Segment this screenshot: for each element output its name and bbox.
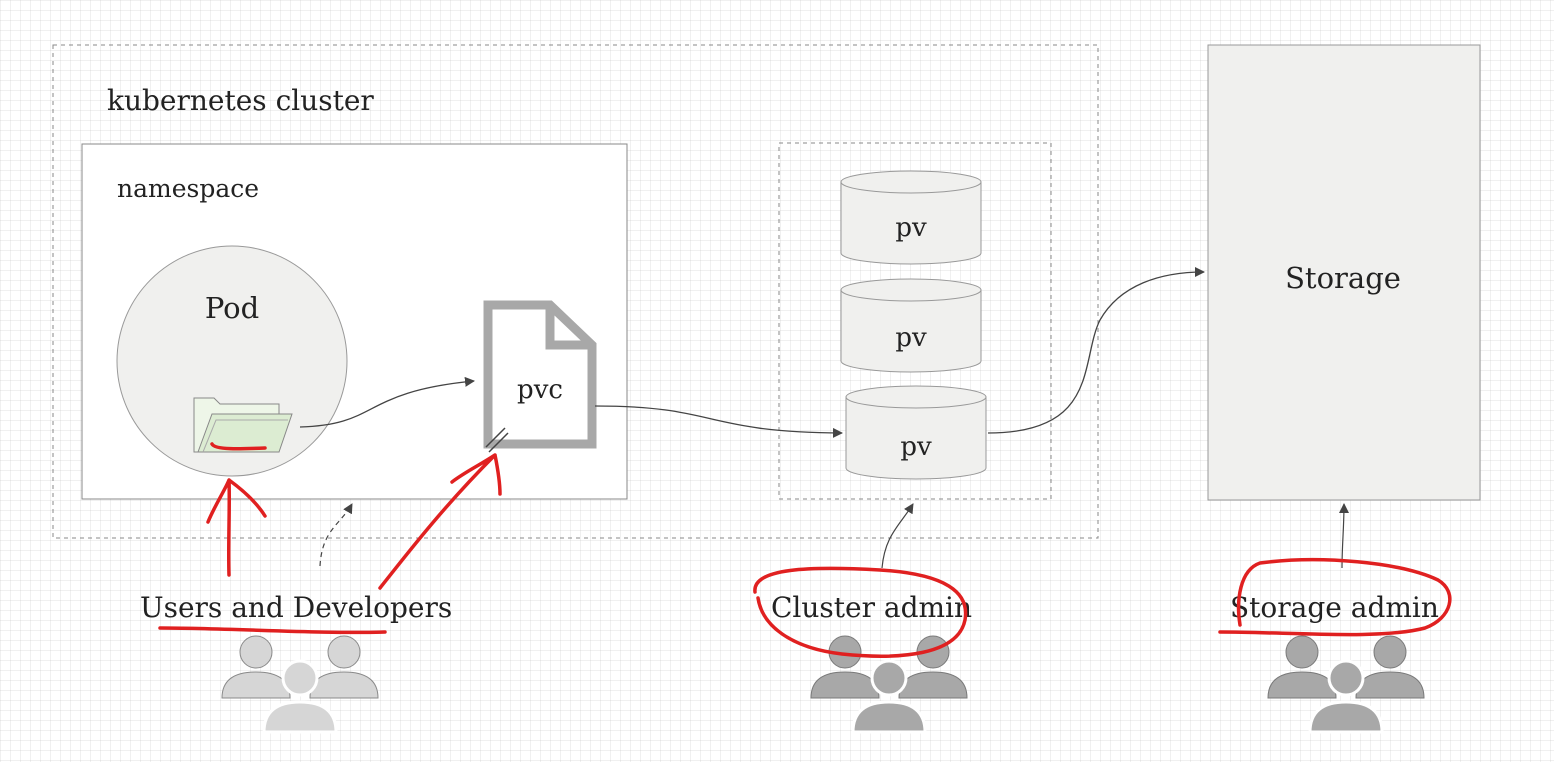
- pv-pool-boundary: [778, 142, 1052, 500]
- storage-label: Storage: [1285, 261, 1401, 295]
- namespace-label: namespace: [117, 174, 259, 203]
- pv-label-1: pv: [895, 213, 927, 243]
- cluster-boundary: [52, 44, 1099, 539]
- arrow-pvc-to-pv: [594, 405, 843, 438]
- arrow-pv-to-storage: [987, 267, 1205, 434]
- cluster-label: kubernetes cluster: [107, 84, 374, 117]
- pod-label: Pod: [205, 291, 259, 325]
- pvc-document-icon: [483, 300, 597, 449]
- cursor-icon: [485, 427, 509, 453]
- pv-cylinder-1: [840, 170, 982, 265]
- cluster-admin-label: Cluster admin: [771, 591, 972, 624]
- cluster-admin-group-icon: [809, 634, 969, 734]
- storage-admin-label: Storage admin: [1230, 591, 1439, 624]
- pv-label-3: pv: [900, 432, 932, 462]
- pvc-label: pvc: [517, 375, 563, 405]
- users-developers-label: Users and Developers: [140, 591, 452, 624]
- arrow-storage-admin-to-storage: [1338, 503, 1349, 569]
- storage-admin-group-icon: [1266, 634, 1426, 734]
- annotation-circle-storage-admin: [1218, 557, 1452, 637]
- annotation-folder-underline: [210, 442, 267, 451]
- annotation-arrow-to-pvc: [378, 453, 502, 590]
- pv-cylinder-3: [845, 385, 987, 480]
- pv-label-2: pv: [895, 323, 927, 353]
- arrow-pod-to-pvc: [299, 376, 475, 428]
- arrow-users-to-cluster: [319, 503, 353, 567]
- arrow-cluster-admin-to-pv-pool: [881, 503, 914, 569]
- annotation-circle-cluster-admin: [753, 566, 968, 658]
- annotation-users-underline: [158, 626, 387, 635]
- folder-icon: [193, 397, 293, 453]
- users-group-icon: [220, 634, 380, 734]
- red-annotations: [158, 442, 1452, 658]
- pv-cylinder-2: [840, 278, 982, 373]
- annotation-arrow-to-folder: [206, 478, 267, 577]
- storage-box: [1207, 44, 1481, 501]
